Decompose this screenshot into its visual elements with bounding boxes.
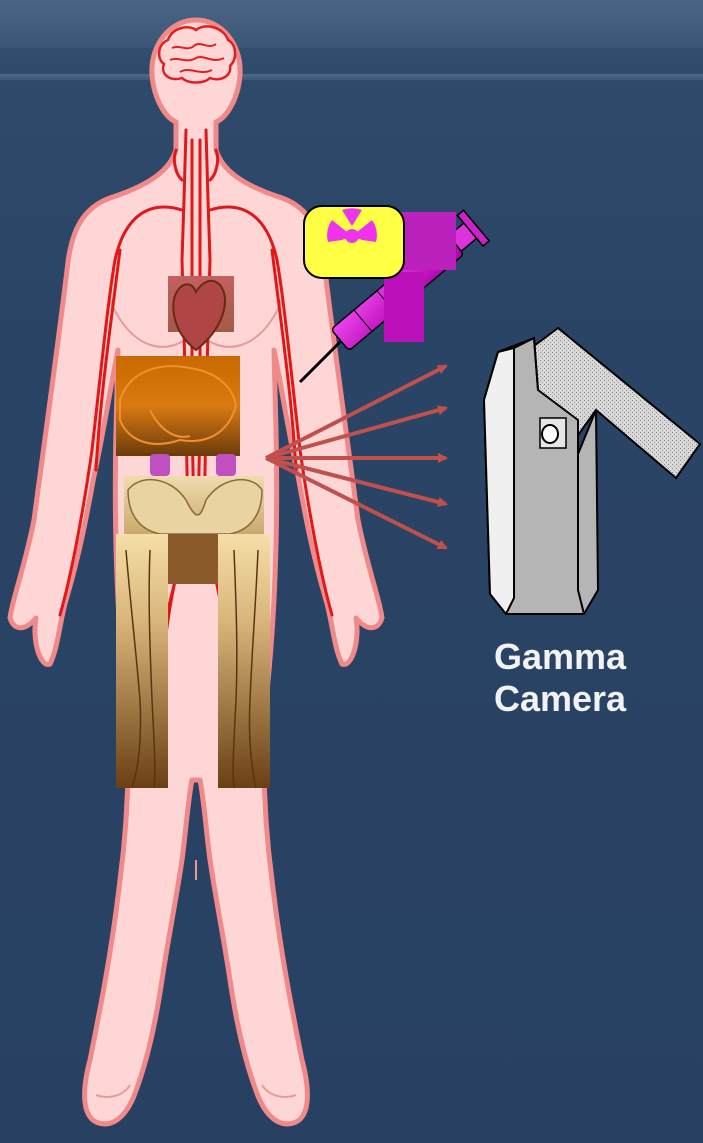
liver	[116, 356, 240, 456]
gamma-camera	[484, 328, 700, 614]
brain	[159, 26, 235, 82]
gamma-camera-label: Gamma Camera	[440, 636, 680, 720]
pelvis	[124, 476, 264, 534]
gamma-camera-label-line2: Camera	[440, 678, 680, 720]
gamma-camera-label-line1: Gamma	[440, 636, 680, 678]
